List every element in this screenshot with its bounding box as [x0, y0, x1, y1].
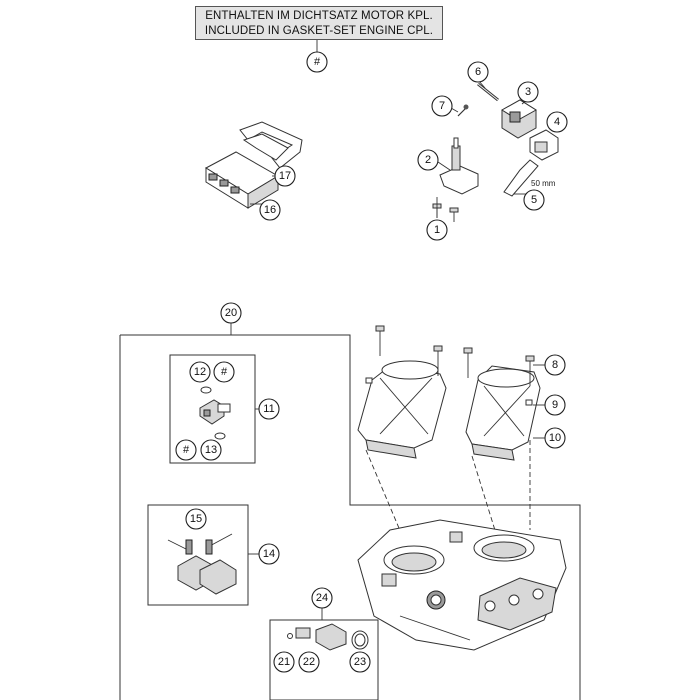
- small-screw-part: [457, 104, 469, 117]
- callout-8: 8: [544, 354, 566, 376]
- svg-text:3: 3: [525, 86, 531, 98]
- callout-20: 20: [220, 302, 242, 324]
- svg-text:20: 20: [225, 307, 237, 319]
- svg-text:17: 17: [279, 170, 291, 182]
- callout-9: 9: [544, 394, 566, 416]
- svg-text:7: 7: [439, 100, 445, 112]
- pressure-sensor-kit-part: [287, 623, 369, 651]
- callout-15: 15: [185, 508, 207, 530]
- svg-text:5: 5: [531, 194, 537, 206]
- svg-text:16: 16: [264, 204, 276, 216]
- svg-text:#: #: [314, 56, 321, 68]
- group-20-frame: [120, 334, 581, 700]
- callout-16: 16: [259, 199, 281, 221]
- callout-hash-top: #: [306, 51, 328, 73]
- svg-text:12: 12: [194, 366, 206, 378]
- svg-text:4: 4: [554, 116, 560, 128]
- callout-10: 10: [544, 427, 566, 449]
- svg-text:2: 2: [425, 154, 431, 166]
- callout-6: 6: [467, 61, 489, 83]
- svg-text:10: 10: [549, 432, 561, 444]
- callout-24: 24: [311, 587, 333, 609]
- pin-part: [477, 82, 499, 102]
- sensor-kit-subgroup-frame: [269, 619, 379, 700]
- air-temperature-sensor-part: [529, 129, 559, 161]
- callout-5: 5: [523, 189, 545, 211]
- callout-7: 7: [431, 95, 453, 117]
- svg-text:9: 9: [552, 399, 558, 411]
- throttle-body-part: [357, 519, 567, 651]
- callout-hash-13: #: [175, 439, 197, 461]
- intake-funnel-right-part: [465, 365, 541, 461]
- svg-text:14: 14: [263, 548, 275, 560]
- note-line-english: INCLUDED IN GASKET-SET ENGINE CPL.: [204, 25, 434, 37]
- hose-part: [503, 159, 539, 197]
- callout-23: 23: [349, 651, 371, 673]
- callout-3: 3: [517, 81, 539, 103]
- throttle-actuator-part: [167, 533, 237, 595]
- svg-text:#: #: [221, 366, 228, 378]
- svg-text:22: 22: [303, 656, 315, 668]
- callout-12: 12: [189, 361, 211, 383]
- svg-text:8: 8: [552, 359, 558, 371]
- fuel-injector-part: [199, 386, 231, 440]
- svg-text:6: 6: [475, 66, 481, 78]
- callout-22: 22: [298, 651, 320, 673]
- intake-funnel-left-part: [357, 360, 447, 459]
- callout-21: 21: [273, 651, 295, 673]
- svg-text:23: 23: [354, 656, 366, 668]
- sensor-housing-part: [501, 99, 537, 139]
- svg-text:15: 15: [190, 513, 202, 525]
- svg-text:#: #: [183, 444, 190, 456]
- callout-14: 14: [258, 543, 280, 565]
- callout-2: 2: [417, 149, 439, 171]
- note-line-german: ENTHALTEN IM DICHTSATZ MOTOR KPL.: [205, 10, 433, 22]
- throttle-position-sensor-part: [439, 137, 479, 195]
- svg-text:21: 21: [278, 656, 290, 668]
- ecu-control-unit-part: [204, 151, 279, 209]
- callout-11: 11: [258, 398, 280, 420]
- hose-length-label: 50 mm: [531, 179, 556, 188]
- callout-13: 13: [200, 439, 222, 461]
- actuator-subgroup-frame: [147, 504, 249, 606]
- funnel-bolts-part: [365, 325, 535, 406]
- callout-1: 1: [426, 219, 448, 241]
- ecu-bracket-part: [239, 121, 303, 169]
- callout-4: 4: [546, 111, 568, 133]
- callout-17: 17: [274, 165, 296, 187]
- svg-text:11: 11: [263, 403, 274, 415]
- svg-text:13: 13: [205, 444, 217, 456]
- svg-text:24: 24: [316, 592, 328, 604]
- callout-hash-12: #: [213, 361, 235, 383]
- gasket-set-note: ENTHALTEN IM DICHTSATZ MOTOR KPL. INCLUD…: [195, 6, 443, 40]
- svg-text:1: 1: [434, 224, 440, 236]
